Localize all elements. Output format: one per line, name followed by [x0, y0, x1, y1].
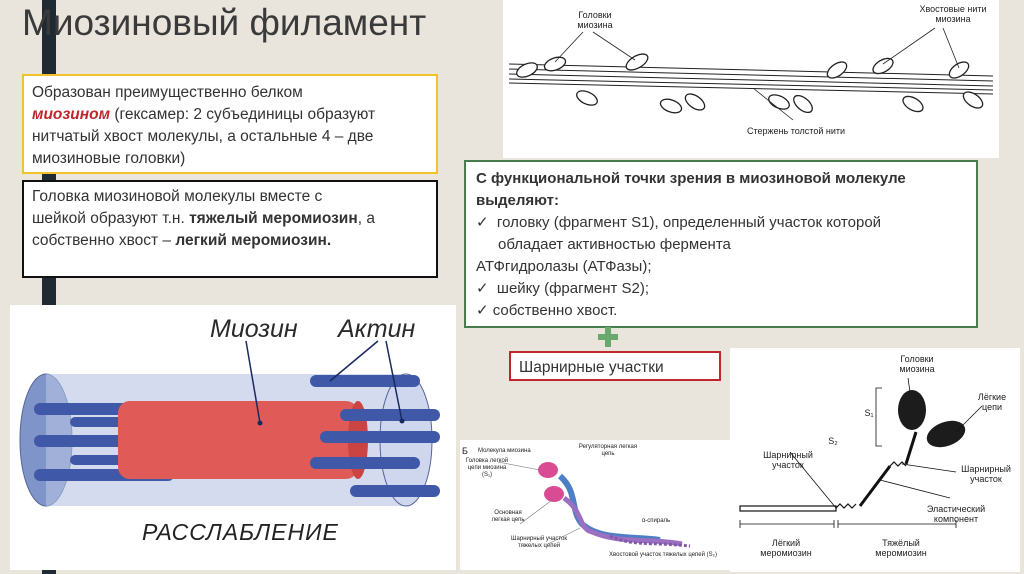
heads-label: Головки миозина	[892, 354, 942, 374]
list-item-continuation: обладает активностью фермента	[476, 234, 966, 256]
hinge-right-label: Шарнирный участок	[956, 464, 1016, 484]
head-label: Головка легкой цепи миозина (S₁)	[462, 458, 512, 479]
rod-label: Стержень толстой нити	[741, 126, 851, 136]
myosin-label: Миозин	[210, 315, 298, 344]
text-line: миозиновые головки)	[32, 148, 428, 170]
text-line: Образован преимущественно белком	[32, 82, 428, 104]
list-item-continuation: АТФгидролазы (АТФазы);	[476, 256, 966, 278]
box-heading: С функциональной точки зрения в миозинов…	[476, 168, 966, 190]
text-line: миозином (гексамер: 2 субъединицы образу…	[32, 104, 428, 126]
text-fragment: (гексамер: 2 субъединицы образуют	[110, 106, 375, 123]
tail-label: Хвостовой участок тяжелых цепей (S₂)	[608, 552, 718, 559]
text-line: нитчатый хвост молекулы, а остальные 4 –…	[32, 126, 428, 148]
list-item: ✓ собственно хвост.	[476, 300, 966, 322]
check-icon: ✓	[476, 302, 489, 319]
tails-label: Хвостовые нити миозина	[913, 4, 993, 24]
myosin-molecule-right-figure: Головки миозина Лёгкие цепи S₁ S₂ Шарнир…	[730, 348, 1020, 572]
heavy-meromyosin-term: тяжелый меромиозин	[189, 210, 358, 227]
light-meromyosin-label: Лёгкий меромиозин	[756, 538, 816, 558]
main-chain-label: Основная легкая цепь	[488, 510, 528, 524]
actin-label: Актин	[338, 315, 415, 344]
relaxation-label: РАССЛАБЛЕНИЕ	[142, 519, 339, 546]
heavy-hinge-label: Шарнирный участок тяжелых цепей	[504, 536, 574, 550]
list-item: ✓ головку (фрагмент S1), определенный уч…	[476, 212, 966, 234]
elastic-component-label: Эластический компонент	[916, 504, 996, 524]
box-heading: выделяют:	[476, 190, 966, 212]
list-item: ✓ шейку (фрагмент S2);	[476, 278, 966, 300]
list-item-text: головку (фрагмент S1), определенный учас…	[497, 214, 881, 231]
check-icon: ✓	[476, 214, 489, 231]
text-fragment: собственно хвост –	[32, 232, 175, 249]
hinge-regions-box: Шарнирные участки	[509, 351, 721, 381]
s1-label: S₁	[862, 408, 876, 418]
functional-parts-box: С функциональной точки зрения в миозинов…	[464, 160, 978, 328]
molecule-label: Молекула миозина	[478, 446, 548, 456]
regulatory-chain-label: Регуляторная легкая цепь	[578, 444, 638, 458]
plus-icon	[597, 326, 619, 348]
myosin-molecule-small-figure: Б Молекула миозина Регуляторная легкая ц…	[460, 440, 730, 570]
text-line: собственно хвост – легкий меромиозин.	[32, 230, 428, 252]
hinge-left-label: Шарнирный участок	[758, 450, 818, 470]
list-item-text: шейку (фрагмент S2);	[497, 280, 649, 297]
myosin-composition-box: Образован преимущественно белком миозино…	[22, 74, 438, 174]
heavy-meromyosin-label: Тяжёлый меромиозин	[866, 538, 936, 558]
myosin-term: миозином	[32, 106, 110, 123]
light-meromyosin-term: легкий меромиозин.	[175, 232, 331, 249]
panel-letter: Б	[462, 446, 474, 456]
text-fragment: шейкой образуют т.н.	[32, 210, 189, 227]
hinge-label: Шарнирные участки	[519, 359, 664, 376]
slide-title: Миозиновый филамент	[22, 2, 426, 44]
thick-filament-figure: Головки миозина Хвостовые нити миозина С…	[503, 0, 999, 158]
text-fragment: , а	[358, 210, 375, 227]
check-icon: ✓	[476, 280, 489, 297]
heads-label: Головки миозина	[565, 10, 625, 30]
s2-label: S₂	[826, 436, 840, 446]
text-line: шейкой образуют т.н. тяжелый меромиозин,…	[32, 208, 428, 230]
meromyosin-box: Головка миозиновой молекулы вместе с шей…	[22, 180, 438, 278]
alpha-helix-label: α-спираль	[636, 516, 676, 526]
list-item-text: собственно хвост.	[493, 302, 618, 319]
actomyosin-figure: Миозин Актин РАССЛАБЛЕНИЕ	[10, 305, 456, 570]
light-chains-label: Лёгкие цепи	[972, 392, 1012, 412]
text-line: Головка миозиновой молекулы вместе с	[32, 186, 428, 208]
